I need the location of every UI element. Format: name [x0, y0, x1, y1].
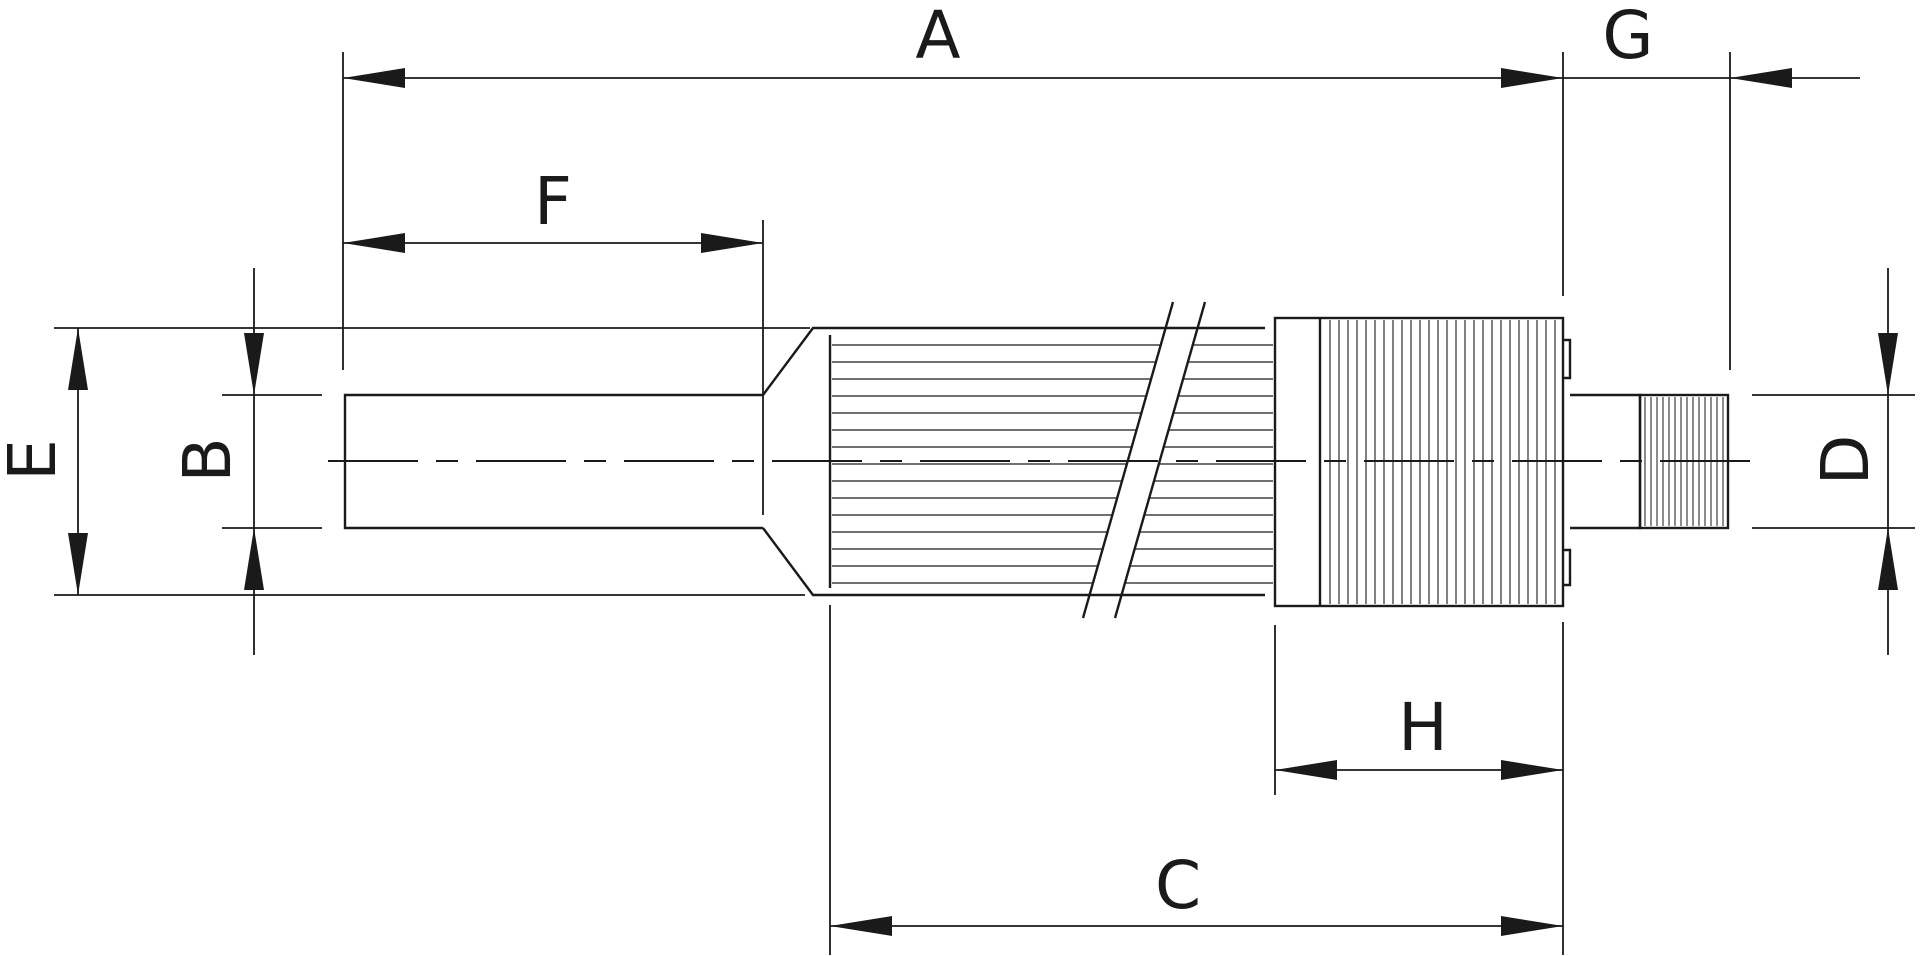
dimension-label-a: A: [915, 0, 960, 74]
collar-lug-bottom: [1563, 548, 1572, 587]
dimension-label-b: B: [169, 437, 246, 482]
part-outline: [328, 301, 1755, 619]
collar-lug-top: [1563, 338, 1572, 380]
dimension-label-e: E: [0, 439, 71, 481]
dimension-lines: [68, 68, 1898, 936]
thread-hatch: [1644, 397, 1724, 526]
break-line-right: [1113, 301, 1207, 619]
dimension-label-c: C: [1155, 847, 1201, 924]
dimension-label-h: H: [1398, 689, 1448, 766]
taper-bottom: [762, 527, 1265, 597]
dimension-label-g: G: [1602, 0, 1653, 74]
dimension-label-f: F: [534, 163, 572, 240]
collar-knurl: [1329, 320, 1556, 604]
taper-top: [762, 326, 1265, 396]
extension-lines: [54, 52, 1915, 955]
sleeve-hatching: [832, 344, 1273, 584]
dimension-label-d: D: [1807, 435, 1884, 486]
